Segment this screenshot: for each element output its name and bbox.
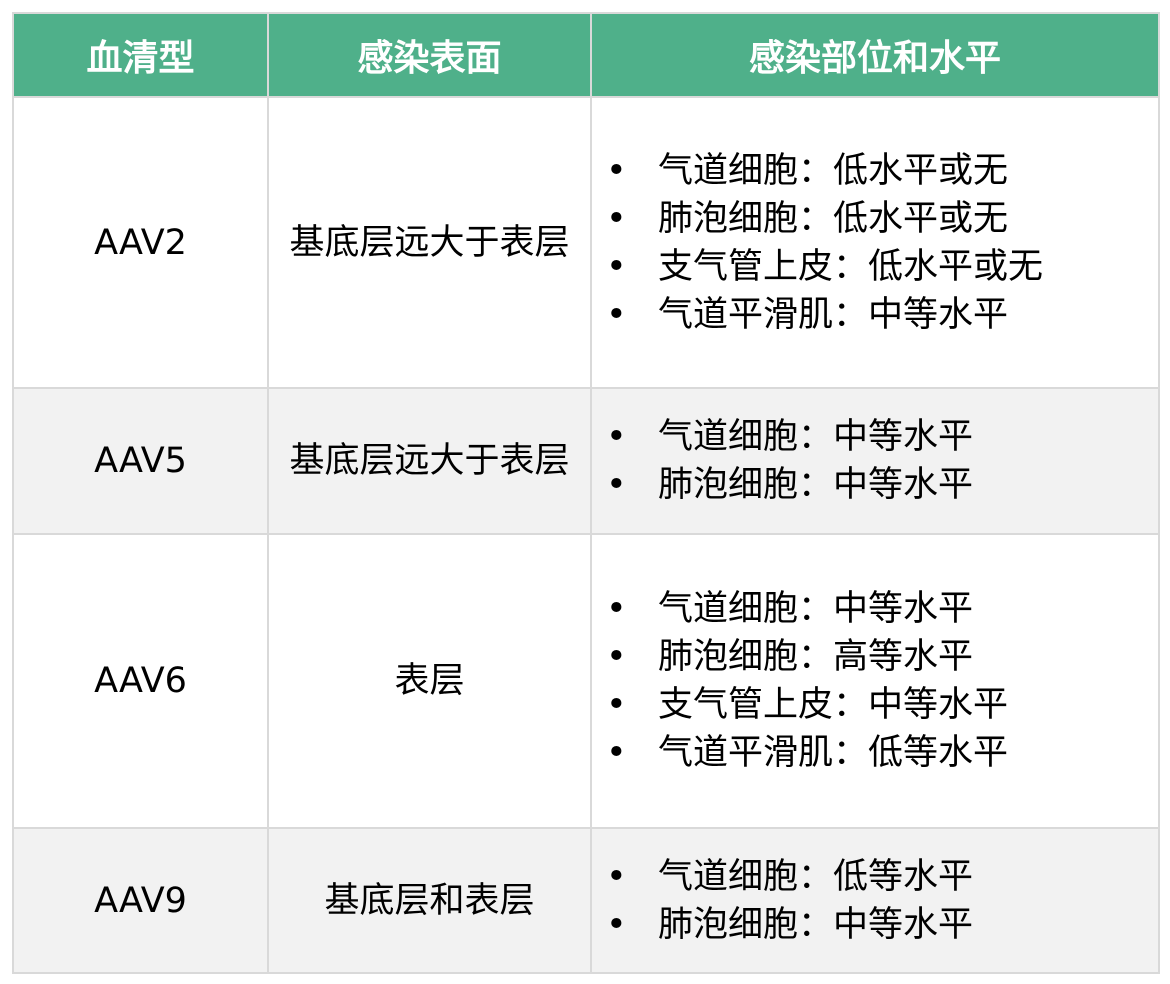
bullet: • [606,465,627,505]
bullet: • [606,637,627,677]
list-item: • 气道平滑肌：中等水平 [606,291,1157,339]
sites-list: • 气道细胞：低水平或无 • 肺泡细胞：低水平或无 • 支气管上皮：低水平或无 • 气道平滑肌… [606,147,1157,339]
list-item: • 气道细胞：中等水平 [606,585,1157,633]
bullet: • [606,733,627,773]
bullet: • [606,294,627,335]
site-text: 气道平滑肌：低等水平 [658,733,1009,773]
serotype-cell: AAV6 [12,533,269,829]
bullet: • [606,904,627,945]
list-item: • 气道细胞：低水平或无 [606,147,1157,195]
sites-cell: • 气道细胞：中等水平 • 肺泡细胞：中等水平 [590,387,1160,535]
table-row: AAV6 表层 •气道细胞：中等水平•肺泡细胞：高等水平•支气管上皮：中等水平•… [12,533,1160,829]
site-text: 肺泡细胞：高等水平 [658,637,974,677]
site-text: 肺泡细胞：中等水平 [658,904,974,945]
serotype-cell: AAV2 [12,96,269,389]
site-text: 气道细胞：中等水平 [658,589,974,629]
bullet: • [606,685,627,725]
sites-list: • 气道细胞：中等水平 • 肺泡细胞：中等水平 [606,413,1157,509]
site-text: 支气管上皮：低水平或无 [658,246,1044,287]
list-item: • 气道平滑肌：低等水平 [606,729,1157,777]
site-text: 气道细胞：低等水平 [658,856,974,897]
table-row: AAV5 基底层远大于表层 • 气道细胞：中等水平 • 肺泡细胞：中等水平 [12,387,1160,535]
surface-cell: 基底层和表层 [267,827,592,974]
site-text: 气道平滑肌：中等水平 [658,294,1009,335]
table-row: AAV9 基底层和表层 • 气道细胞：低等水平 • 肺泡细胞：中等水平 [12,827,1160,974]
sites-cell: • 气道细胞：低水平或无 • 肺泡细胞：低水平或无 • 支气管上皮：低水平或无 • 气道平滑肌… [590,96,1160,389]
bullet: • [606,198,627,239]
header-sites: 感染部位和水平 [590,12,1160,98]
list-item: • 肺泡细胞：中等水平 [606,461,1157,509]
serotype-cell: AAV5 [12,387,269,535]
sites-list: • 气道细胞：低等水平 • 肺泡细胞：中等水平 [606,853,1157,949]
list-item: • 支气管上皮：低水平或无 [606,243,1157,291]
list-item: • 气道细胞：中等水平 [606,413,1157,461]
list-item: • 肺泡细胞：高等水平 [606,633,1157,681]
site-text: 气道细胞：中等水平 [658,417,974,457]
list-item: • 肺泡细胞：低水平或无 [606,195,1157,243]
header-row: 血清型 感染表面 感染部位和水平 [12,12,1160,98]
header-surface: 感染表面 [267,12,592,98]
bullet: • [606,589,627,629]
sites-cell: • 气道细胞：中等水平 • 肺泡细胞：高等水平 • 支气管上皮：中等水平 • 气道平滑肌：低等… [590,533,1160,829]
bullet: • [606,856,627,897]
table-row: AAV2 基底层远大于表层 • 气道细胞：低水平或无 • 肺泡细胞：低水平或无 • 支气管… [12,96,1160,389]
surface-cell: 基底层远大于表层 [267,387,592,535]
surface-cell: 基底层远大于表层 [267,96,592,389]
list-item: • 肺泡细胞：中等水平 [606,901,1157,949]
sites-cell: • 气道细胞：低等水平 • 肺泡细胞：中等水平 [590,827,1160,974]
bullet: • [606,246,627,287]
serotype-table: 血清型 感染表面 感染部位和水平 AAV2 基底层远大于表层 • 气道细胞：低水平… [12,12,1160,974]
site-text: 肺泡细胞：低水平或无 [658,198,1009,239]
header-serotype: 血清型 [12,12,269,98]
list-item: • 气道细胞：低等水平 [606,853,1157,901]
serotype-cell: AAV9 [12,827,269,974]
site-text: 支气管上皮：中等水平 [658,685,1009,725]
bullet: • [606,417,627,457]
site-text: 肺泡细胞：中等水平 [658,465,974,505]
bullet: • [606,150,627,191]
site-text: 气道细胞：低水平或无 [658,150,1009,191]
list-item: • 支气管上皮：中等水平 [606,681,1157,729]
surface-cell: 表层 [267,533,592,829]
sites-list: • 气道细胞：中等水平 • 肺泡细胞：高等水平 • 支气管上皮：中等水平 • 气道平滑肌：低等… [606,585,1157,777]
